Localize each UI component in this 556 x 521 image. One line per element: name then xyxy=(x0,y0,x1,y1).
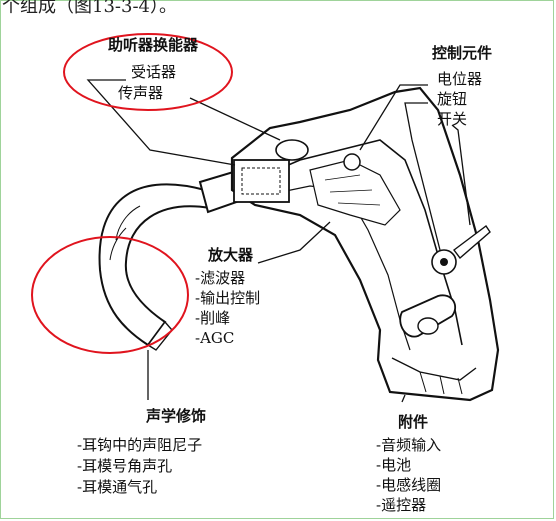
leader-microphone xyxy=(189,97,281,141)
leader-knob xyxy=(404,102,441,251)
caption-text: 个组成（图13-3-4）。 xyxy=(2,0,177,17)
leader-potentiometer xyxy=(359,84,428,151)
microphone-component xyxy=(275,139,309,161)
transducer-title: 助听器换能器 xyxy=(108,36,199,54)
accessories-item-audio-input: -音频输入 xyxy=(376,436,442,454)
leader-receiver xyxy=(86,79,236,166)
ear-hook xyxy=(98,183,212,347)
transducer-item-microphone: 传声器 xyxy=(118,84,164,102)
acoustic-item-damper: -耳钩中的声阻尼子 xyxy=(77,436,203,454)
leader-amplifier xyxy=(257,221,331,264)
potentiometer xyxy=(343,153,361,171)
accessories-item-remote: -遥控器 xyxy=(376,496,427,514)
acoustic-title: 声学修饰 xyxy=(146,407,207,425)
controls-item-knob: 旋钮 xyxy=(437,90,468,108)
transducer-item-receiver: 受话器 xyxy=(131,63,177,81)
acoustic-item-vent: -耳模通气孔 xyxy=(77,478,158,496)
amplifier-item-output-control: -输出控制 xyxy=(195,289,261,307)
highlight-earhook-ring xyxy=(31,236,189,354)
controls-title: 控制元件 xyxy=(432,44,493,62)
amplifier-item-filter: -滤波器 xyxy=(195,269,246,287)
battery xyxy=(399,294,457,338)
leader-accessories xyxy=(401,394,406,403)
amplifier-item-peak-clipping: -削峰 xyxy=(195,309,231,327)
highlight-transducer-ring xyxy=(63,33,233,111)
controls-item-switch: 开关 xyxy=(437,110,468,128)
accessories-item-telecoil: -电感线圈 xyxy=(376,476,442,494)
amplifier-item-agc: -AGC xyxy=(195,329,235,347)
accessories-item-battery: -电池 xyxy=(376,456,412,474)
acoustic-item-horn: -耳模号角声孔 xyxy=(77,457,173,475)
switch-lever xyxy=(453,224,491,260)
controls-item-potentiometer: 电位器 xyxy=(437,70,483,88)
accessories-title: 附件 xyxy=(398,413,429,431)
amplifier-title: 放大器 xyxy=(208,246,254,264)
leader-switch xyxy=(451,124,471,226)
